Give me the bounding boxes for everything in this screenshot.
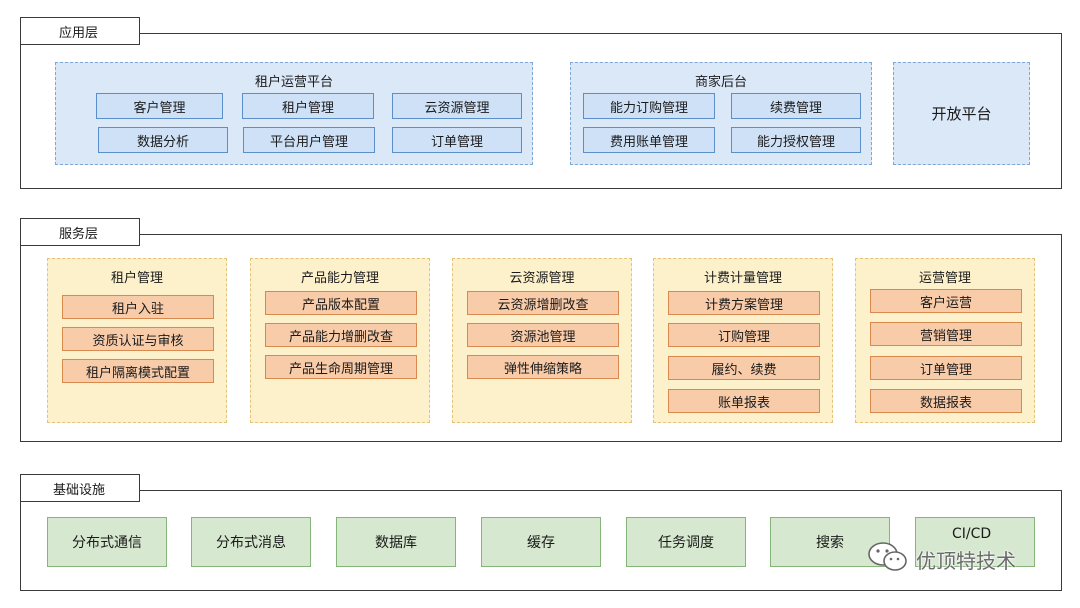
service-item: 数据报表 xyxy=(870,389,1022,413)
infra-item: 分布式消息 xyxy=(191,517,311,567)
service-item: 资源池管理 xyxy=(467,323,619,347)
application-layer-title: 应用层 xyxy=(59,25,99,41)
merchant-backend-title: 商家后台 xyxy=(694,75,747,90)
service-group-title: 运营管理 xyxy=(918,271,971,286)
tenant-ops-platform-group: 租户运营平台 客户管理 租户管理 云资源管理 数据分析 平台用户管理 订单管理 xyxy=(55,62,533,165)
service-group-title: 产品能力管理 xyxy=(300,271,379,286)
service-group-title: 计费计量管理 xyxy=(703,271,782,286)
infrastructure-layer-tab: 基础设施 xyxy=(20,474,140,502)
tenant-ops-item: 客户管理 xyxy=(96,93,223,119)
service-layer-tab: 服务层 xyxy=(20,218,140,246)
watermark: 优顶特技术 xyxy=(866,540,1016,578)
service-item: 租户入驻 xyxy=(62,295,214,319)
service-item: 产品能力增删改查 xyxy=(265,323,417,347)
merchant-item: 续费管理 xyxy=(731,93,861,119)
watermark-text: 优顶特技术 xyxy=(916,548,1016,573)
service-group-operations: 运营管理 客户运营 营销管理 订单管理 数据报表 xyxy=(855,258,1035,423)
service-item: 云资源增删改查 xyxy=(467,291,619,315)
infra-item: 任务调度 xyxy=(626,517,746,567)
service-group-title: 租户管理 xyxy=(110,271,163,286)
infra-item: 缓存 xyxy=(481,517,601,567)
service-item: 租户隔离模式配置 xyxy=(62,359,214,383)
service-item: 资质认证与审核 xyxy=(62,327,214,351)
tenant-ops-item: 租户管理 xyxy=(242,93,374,119)
service-layer-title: 服务层 xyxy=(59,226,99,242)
infra-item: CI/CD xyxy=(915,517,1035,567)
service-item: 账单报表 xyxy=(668,389,820,413)
open-platform-title: 开放平台 xyxy=(931,105,992,123)
service-item: 营销管理 xyxy=(870,322,1022,346)
service-item: 订购管理 xyxy=(668,323,820,347)
tenant-ops-item: 平台用户管理 xyxy=(243,127,375,153)
service-item: 客户运营 xyxy=(870,289,1022,313)
tenant-ops-item: 数据分析 xyxy=(98,127,228,153)
merchant-item: 能力订购管理 xyxy=(583,93,715,119)
service-group-tenant: 租户管理 租户入驻 资质认证与审核 租户隔离模式配置 xyxy=(47,258,227,423)
tenant-ops-platform-title: 租户运营平台 xyxy=(254,75,333,90)
service-item: 履约、续费 xyxy=(668,356,820,380)
service-item: 产品生命周期管理 xyxy=(265,355,417,379)
service-item: 订单管理 xyxy=(870,356,1022,380)
tenant-ops-item: 云资源管理 xyxy=(392,93,522,119)
application-layer-tab: 应用层 xyxy=(20,17,140,45)
service-group-title: 云资源管理 xyxy=(509,271,575,286)
merchant-item: 能力授权管理 xyxy=(731,127,861,153)
open-platform-group: 开放平台 xyxy=(893,62,1030,165)
merchant-backend-group: 商家后台 能力订购管理 续费管理 费用账单管理 能力授权管理 xyxy=(570,62,872,165)
wechat-icon xyxy=(866,540,910,578)
service-item: 产品版本配置 xyxy=(265,291,417,315)
service-group-cloud: 云资源管理 云资源增删改查 资源池管理 弹性伸缩策略 xyxy=(452,258,632,423)
tenant-ops-item: 订单管理 xyxy=(392,127,522,153)
infra-item: 数据库 xyxy=(336,517,456,567)
service-group-billing: 计费计量管理 计费方案管理 订购管理 履约、续费 账单报表 xyxy=(653,258,833,423)
merchant-item: 费用账单管理 xyxy=(583,127,715,153)
service-group-product: 产品能力管理 产品版本配置 产品能力增删改查 产品生命周期管理 xyxy=(250,258,430,423)
infra-item: 分布式通信 xyxy=(47,517,167,567)
service-item: 弹性伸缩策略 xyxy=(467,355,619,379)
service-item: 计费方案管理 xyxy=(668,291,820,315)
infrastructure-layer-title: 基础设施 xyxy=(53,482,106,498)
